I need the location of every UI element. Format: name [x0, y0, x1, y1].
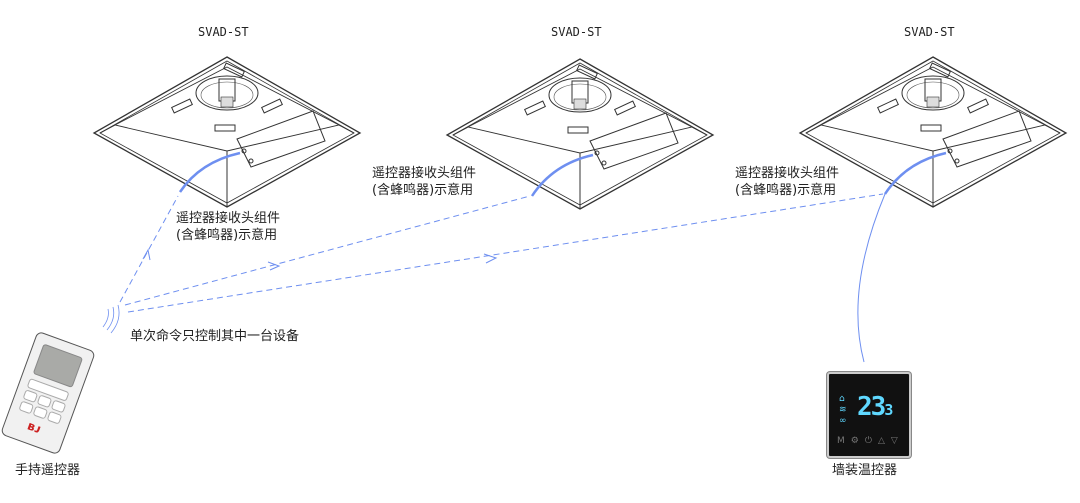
signal-lines: [119, 193, 884, 313]
remote-button: [32, 405, 49, 420]
thermostat-label: 墙装温控器: [832, 463, 898, 478]
temperature-decimal: 3: [884, 401, 893, 419]
temperature-integer: 23: [857, 392, 886, 422]
receiver-arc-1: [178, 151, 241, 193]
signal-arrows: [142, 248, 498, 271]
cassette-unit-2: [446, 58, 714, 210]
thermostat-wire: [857, 193, 886, 363]
thermostat-temperature: 233: [857, 392, 893, 422]
remote-button: [46, 410, 63, 425]
cassette-unit-1: [93, 56, 361, 208]
unit-3-model-label: SVAD-ST: [904, 25, 955, 39]
cassette-unit-3: [799, 56, 1067, 208]
unit-1-receiver-label-line2: (含蜂鸣器)示意用: [176, 228, 278, 243]
unit-2-model-label: SVAD-ST: [551, 25, 602, 39]
thermostat-status-icons: ⌂≋∞: [839, 394, 847, 426]
unit-1-model-label: SVAD-ST: [198, 25, 249, 39]
thermostat-touch-icons: M⚙⏻△▽: [837, 436, 904, 446]
remote-brand-logo: ʙᴊ: [25, 418, 43, 437]
unit-2-receiver-label-line2: (含蜂鸣器)示意用: [372, 183, 474, 198]
remote-button: [18, 400, 35, 415]
remote-label: 手持遥控器: [15, 463, 81, 478]
receiver-arc-3: [883, 151, 947, 195]
single-command-note: 单次命令只控制其中一台设备: [130, 329, 300, 344]
unit-3-receiver-label-line1: 遥控器接收头组件: [735, 166, 840, 181]
unit-2-receiver-label-line1: 遥控器接收头组件: [372, 166, 477, 181]
receiver-arc-2: [530, 153, 594, 197]
wall-thermostat: 233 M⚙⏻△▽ ⌂≋∞: [827, 372, 911, 458]
unit-1-receiver-label-line1: 遥控器接收头组件: [176, 211, 281, 226]
remote-signal-waves: [102, 304, 120, 334]
unit-3-receiver-label-line2: (含蜂鸣器)示意用: [735, 183, 837, 198]
